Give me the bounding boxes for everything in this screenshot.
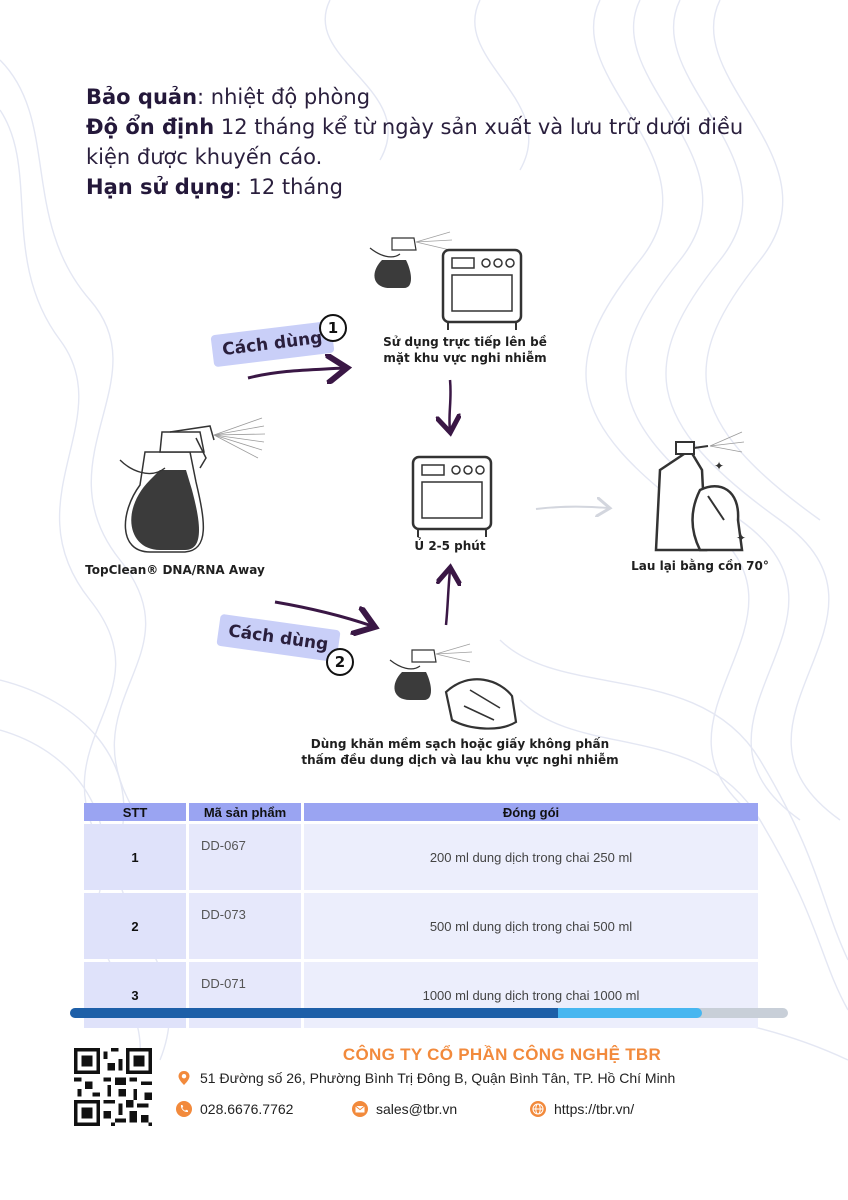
diagram-graphics: ✦ ✦ bbox=[119, 231, 746, 730]
header-pack: Đóng gói bbox=[304, 803, 758, 821]
globe-icon bbox=[530, 1101, 546, 1117]
cell-stt: 2 bbox=[84, 893, 186, 959]
stability-value: 12 tháng kể từ ngày sản xuất và lưu trữ … bbox=[86, 115, 744, 169]
incubate-label: Ủ 2-5 phút bbox=[414, 539, 486, 553]
arrow-up-to-incubate bbox=[446, 570, 450, 626]
incubator-machine-icon bbox=[411, 455, 493, 537]
expiry-line: Hạn sử dụng: 12 tháng bbox=[86, 172, 776, 202]
storage-label: Bảo quản bbox=[86, 85, 198, 109]
cell-pack: 200 ml dung dịch trong chai 250 ml bbox=[304, 824, 758, 890]
method2-number: 2 bbox=[326, 648, 354, 676]
location-icon bbox=[178, 1071, 190, 1085]
stability-label: Độ ổn định bbox=[86, 115, 215, 139]
website-line: https://tbr.vn/ bbox=[530, 1101, 634, 1117]
product-info: Bảo quản: nhiệt độ phòng Độ ổn định 12 t… bbox=[86, 82, 776, 202]
progress-fill-light bbox=[558, 1008, 702, 1018]
svg-text:✦: ✦ bbox=[714, 459, 724, 473]
method1-number: 1 bbox=[319, 314, 347, 342]
progress-fill-dark bbox=[70, 1008, 558, 1018]
divider-progress-bar bbox=[70, 1008, 788, 1018]
arrow-to-method1 bbox=[247, 368, 344, 378]
cell-stt: 3 bbox=[84, 962, 186, 1028]
email-text[interactable]: sales@tbr.vn bbox=[376, 1101, 458, 1117]
table-header-row: STT Mã sản phẩm Đóng gói bbox=[84, 803, 758, 821]
address-line: 51 Đường số 26, Phường Bình Trị Đông B, … bbox=[176, 1070, 675, 1086]
arrow-to-method2 bbox=[274, 600, 372, 626]
method1-description: Sử dụng trực tiếp lên bề mặt khu vực ngh… bbox=[380, 334, 550, 366]
cell-stt: 1 bbox=[84, 824, 186, 890]
cell-pack: 1000 ml dung dịch trong chai 1000 ml bbox=[304, 962, 758, 1028]
cell-code: DD-073 bbox=[189, 893, 301, 959]
svg-text:✦: ✦ bbox=[736, 531, 746, 545]
method1-line1: Sử dụng trực tiếp lên bề bbox=[383, 335, 547, 349]
storage-line: Bảo quản: nhiệt độ phòng bbox=[86, 82, 776, 112]
table-row: 3 DD-071 1000 ml dung dịch trong chai 10… bbox=[84, 962, 758, 1028]
cloth-wipe-icon bbox=[444, 678, 518, 730]
alcohol-wipe-icon: ✦ ✦ bbox=[654, 431, 746, 552]
website-text[interactable]: https://tbr.vn/ bbox=[554, 1101, 635, 1117]
packaging-table: STT Mã sản phẩm Đóng gói 1 DD-067 200 ml… bbox=[81, 800, 761, 1031]
email-line: sales@tbr.vn bbox=[352, 1101, 457, 1117]
cell-pack: 500 ml dung dịch trong chai 500 ml bbox=[304, 893, 758, 959]
usage-diagram: ✦ ✦ Cách dùng 1 Sử dụng trực tiếp lên bề… bbox=[0, 220, 848, 780]
company-name: CÔNG TY CỔ PHẦN CÔNG NGHỆ TBR bbox=[342, 1045, 662, 1064]
phone-text[interactable]: 028.6676.7762 bbox=[200, 1101, 294, 1117]
expiry-label: Hạn sử dụng bbox=[86, 175, 235, 199]
arrow-to-wipe bbox=[535, 507, 608, 509]
email-icon bbox=[352, 1101, 368, 1117]
expiry-value: : 12 tháng bbox=[234, 175, 343, 199]
small-spray-bottle-icon bbox=[369, 231, 453, 288]
address-text: 51 Đường số 26, Phường Bình Trị Đông B, … bbox=[200, 1070, 676, 1086]
storage-value: : nhiệt độ phòng bbox=[197, 85, 371, 109]
arrow-down-to-incubate bbox=[449, 379, 450, 430]
method1-line2: mặt khu vực nghi nhiễm bbox=[383, 351, 547, 365]
wipe-alcohol-label: Lau lại bằng cồn 70° bbox=[631, 559, 769, 573]
qr-code-icon bbox=[74, 1048, 152, 1126]
large-spray-bottle-icon bbox=[119, 417, 266, 553]
phone-icon bbox=[176, 1101, 192, 1117]
method2-description: Dùng khăn mềm sạch hoặc giấy không phấn … bbox=[290, 736, 630, 768]
method2-line1: Dùng khăn mềm sạch hoặc giấy không phấn bbox=[310, 737, 610, 751]
product-name: TopClean® DNA/RNA Away bbox=[85, 563, 265, 577]
table-row: 2 DD-073 500 ml dung dịch trong chai 500… bbox=[84, 893, 758, 959]
method2-line2: thấm đều dung dịch và lau khu vực nghi n… bbox=[301, 753, 619, 767]
header-code: Mã sản phẩm bbox=[189, 803, 301, 821]
small-spray-bottle-icon bbox=[389, 643, 473, 700]
phone-line: 028.6676.7762 bbox=[176, 1101, 293, 1117]
incubator-machine-icon bbox=[441, 248, 523, 330]
cell-code: DD-071 bbox=[189, 962, 301, 1028]
stability-line: Độ ổn định 12 tháng kể từ ngày sản xuất … bbox=[86, 112, 776, 172]
product-table: STT Mã sản phẩm Đóng gói 1 DD-067 200 ml… bbox=[84, 800, 764, 1031]
table-row: 1 DD-067 200 ml dung dịch trong chai 250… bbox=[84, 824, 758, 890]
header-stt: STT bbox=[84, 803, 186, 821]
cell-code: DD-067 bbox=[189, 824, 301, 890]
